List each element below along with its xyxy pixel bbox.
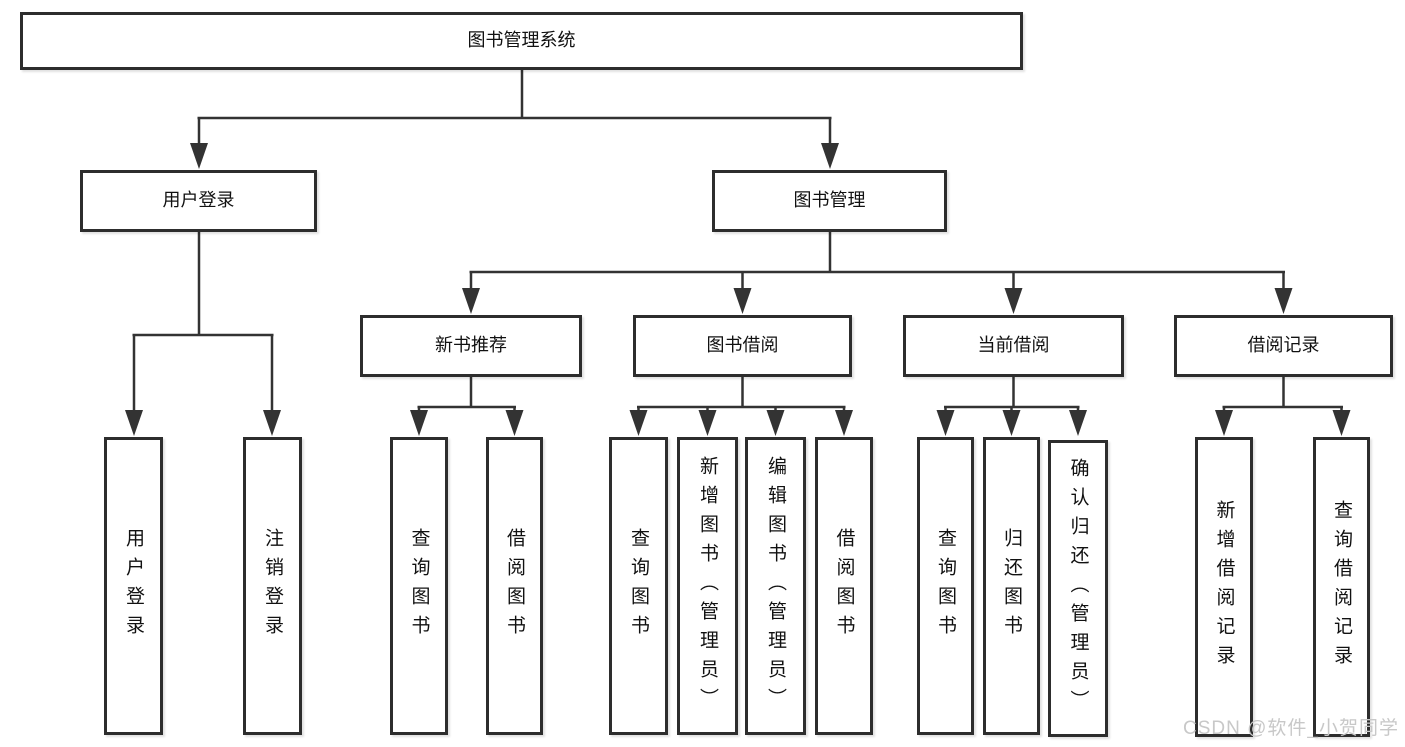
node-user-login: 用户登录	[80, 170, 317, 232]
node-book-borrowing: 图书借阅	[633, 315, 852, 377]
leaf-query-books-current: 查询图书	[917, 437, 974, 735]
leaf-user-login: 用户登录	[104, 437, 163, 735]
leaf-confirm-return-admin: 确认归还（管理员）	[1048, 440, 1108, 737]
csdn-watermark: CSDN @软件_小贺同学	[1183, 718, 1399, 739]
leaf-borrow-books-borrowing: 借阅图书	[815, 437, 873, 735]
leaf-edit-book-admin: 编辑图书（管理员）	[745, 437, 806, 735]
leaf-return-book: 归还图书	[983, 437, 1040, 735]
leaf-query-books-borrowing: 查询图书	[609, 437, 668, 735]
node-library-management-system: 图书管理系统	[20, 12, 1023, 70]
node-new-book-recommend: 新书推荐	[360, 315, 582, 377]
leaf-borrow-books-recommend: 借阅图书	[486, 437, 543, 735]
leaf-logout: 注销登录	[243, 437, 302, 735]
leaf-add-borrow-record: 新增借阅记录	[1195, 437, 1253, 737]
leaf-query-books-recommend: 查询图书	[390, 437, 448, 735]
node-borrow-records: 借阅记录	[1174, 315, 1393, 377]
leaf-add-book-admin: 新增图书（管理员）	[677, 437, 738, 735]
node-current-borrowing: 当前借阅	[903, 315, 1124, 377]
node-book-management: 图书管理	[712, 170, 947, 232]
leaf-query-borrow-record: 查询借阅记录	[1313, 437, 1370, 737]
